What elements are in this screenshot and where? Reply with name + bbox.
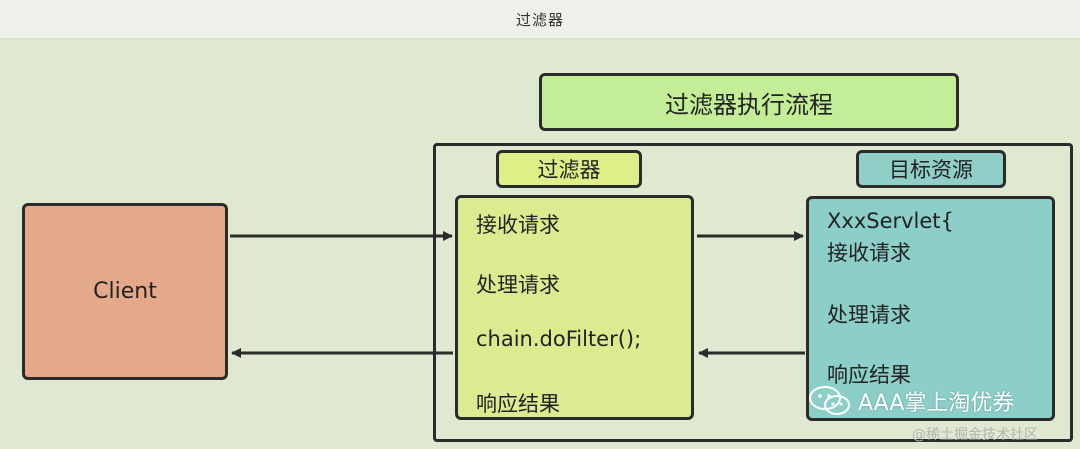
filter-label-text: 过滤器 <box>537 158 601 182</box>
flow-heading-box: 过滤器执行流程 <box>539 73 959 131</box>
filter-step-process: 处理请求 <box>476 273 560 297</box>
flow-heading-text: 过滤器执行流程 <box>665 90 833 119</box>
filter-step-respond: 响应结果 <box>476 392 560 416</box>
client-label: Client <box>93 279 157 304</box>
window-title: 过滤器 <box>515 10 564 29</box>
target-step-respond: 响应结果 <box>827 363 911 387</box>
target-label-text: 目标资源 <box>889 158 973 182</box>
target-box: XxxServlet{ 接收请求 处理请求 响应结果 <box>806 196 1055 421</box>
server-container <box>433 143 1073 442</box>
wechat-icon <box>809 386 850 415</box>
watermark: AAA掌上淘优券 <box>808 385 1014 417</box>
target-step-receive: 接收请求 <box>827 241 911 265</box>
filter-box: 接收请求 处理请求 chain.doFilter(); 响应结果 <box>455 195 694 420</box>
target-servlet-line: XxxServlet{ <box>827 209 954 233</box>
filter-label-box: 过滤器 <box>496 150 642 188</box>
watermark-text: AAA掌上淘优券 <box>858 391 1015 416</box>
filter-step-dofilter: chain.doFilter(); <box>476 327 642 351</box>
source-credit: @稀土掘金技术社区 <box>912 427 1038 443</box>
client-box: Client <box>22 203 228 380</box>
target-step-process: 处理请求 <box>827 303 911 327</box>
target-label-box: 目标资源 <box>856 150 1006 188</box>
title-bar: 过滤器 <box>0 0 1080 39</box>
filter-step-receive: 接收请求 <box>476 213 560 237</box>
